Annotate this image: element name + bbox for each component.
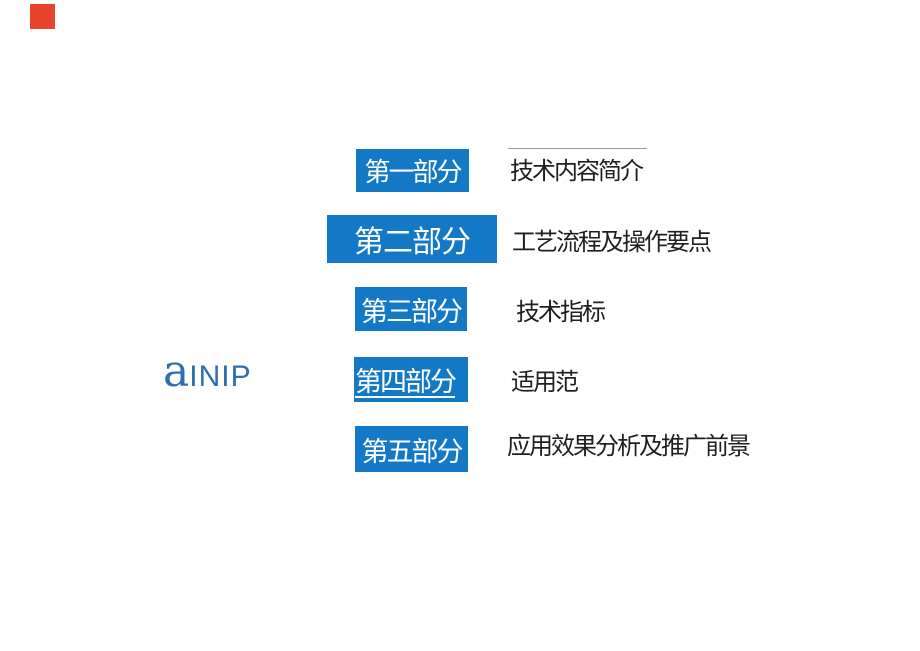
part-5-button-label: 第五部分 (361, 436, 464, 467)
part-4-button-label: 第四部分 (355, 367, 457, 397)
part-3-button[interactable]: 第三部分 (355, 287, 467, 331)
divider-line (508, 148, 647, 149)
part-3-button-label: 第三部分 (361, 296, 463, 327)
part-1-button[interactable]: 第一部分 (356, 149, 469, 192)
part-2-description: 工艺流程及操作要点 (512, 229, 712, 256)
part-2-button[interactable]: 第二部分 (327, 215, 497, 263)
watermark-logo-text: INIP (189, 360, 252, 393)
part-4-description: 适用范 (511, 369, 579, 396)
part-1-button-label: 第一部分 (364, 157, 462, 187)
part-1-description: 技术内容简介 (510, 158, 644, 185)
part-5-button[interactable]: 第五部分 (355, 426, 468, 472)
part-5-description: 应用效果分析及推广前景 (507, 433, 751, 460)
watermark-logo: a INIP (163, 348, 252, 396)
part-4-button[interactable]: 第四部分 (354, 357, 468, 402)
part-2-button-label: 第二部分 (354, 226, 471, 259)
watermark-logo-prefix: a (163, 346, 190, 397)
red-logo-mark-icon (30, 4, 55, 29)
part-3-description: 技术指标 (516, 299, 606, 326)
